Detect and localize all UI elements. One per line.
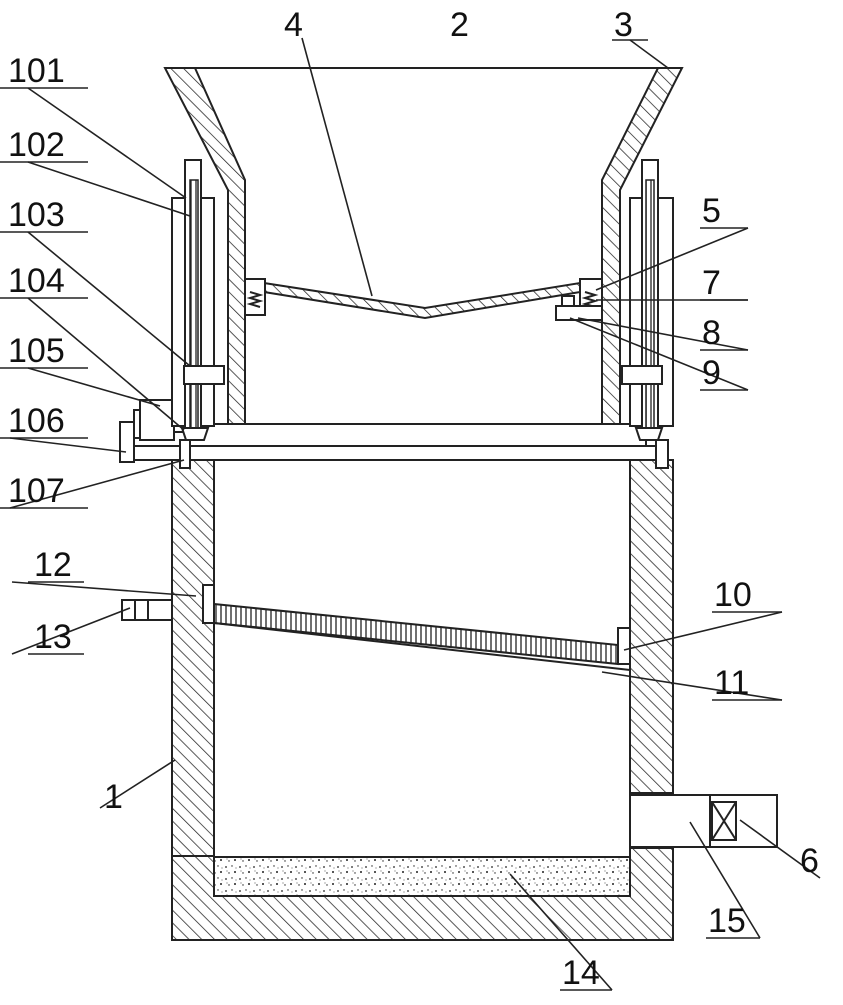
label-6: 6 bbox=[800, 842, 819, 880]
label-13: 13 bbox=[34, 618, 72, 656]
label-11: 11 bbox=[714, 664, 749, 702]
label-9: 9 bbox=[702, 354, 721, 392]
number-labels: 2 3 4 101 102 103 104 105 106 107 12 13 … bbox=[8, 6, 819, 992]
label-7: 7 bbox=[702, 264, 721, 302]
label-4: 4 bbox=[284, 6, 303, 44]
label-103: 103 bbox=[8, 196, 65, 234]
label-14: 14 bbox=[562, 954, 600, 992]
support-bar bbox=[119, 421, 669, 469]
label-8: 8 bbox=[702, 314, 721, 352]
label-3: 3 bbox=[614, 6, 633, 44]
label-5: 5 bbox=[702, 192, 721, 230]
label-101: 101 bbox=[8, 52, 65, 90]
right-guide bbox=[621, 159, 674, 441]
label-1: 1 bbox=[104, 778, 123, 816]
label-102: 102 bbox=[8, 126, 65, 164]
label-12: 12 bbox=[34, 546, 72, 584]
hopper bbox=[163, 67, 684, 425]
inclined-screen bbox=[202, 584, 631, 671]
label-106: 106 bbox=[8, 402, 65, 440]
label-10: 10 bbox=[714, 576, 752, 614]
label-105: 105 bbox=[8, 332, 65, 370]
label-underlines bbox=[0, 39, 782, 991]
filter-media bbox=[213, 856, 631, 897]
leader-lines bbox=[9, 37, 821, 991]
label-104: 104 bbox=[8, 262, 65, 300]
inner-plate bbox=[244, 278, 603, 321]
label-107: 107 bbox=[8, 472, 65, 510]
outlet-pipe bbox=[629, 794, 778, 848]
side-outlet bbox=[121, 599, 173, 621]
left-guide bbox=[171, 159, 225, 441]
label-15: 15 bbox=[708, 902, 746, 940]
label-2: 2 bbox=[450, 6, 469, 44]
